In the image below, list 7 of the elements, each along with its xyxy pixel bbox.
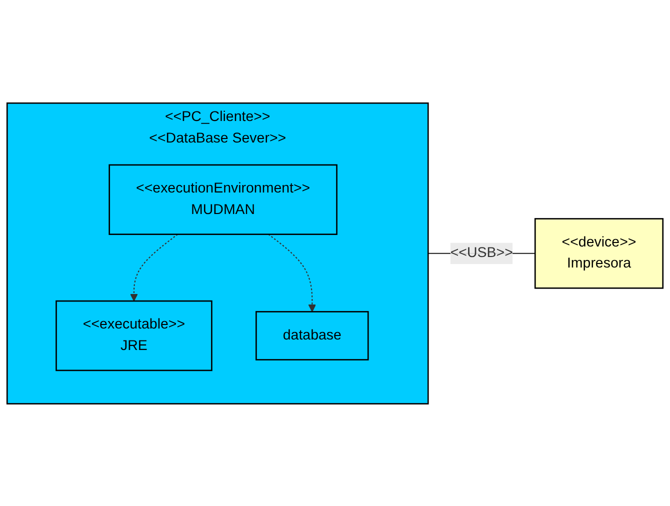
- edge-label: <<USB>>: [450, 244, 513, 260]
- arrow: [130, 233, 178, 301]
- node-box: <<device>> Impresora: [534, 218, 664, 288]
- node-box: <<executionEnvironment>> MUDMAN: [108, 164, 338, 235]
- node-box: database: [256, 310, 369, 360]
- node-box: <<executable>> JRE: [56, 300, 212, 371]
- arrow: [268, 233, 316, 312]
